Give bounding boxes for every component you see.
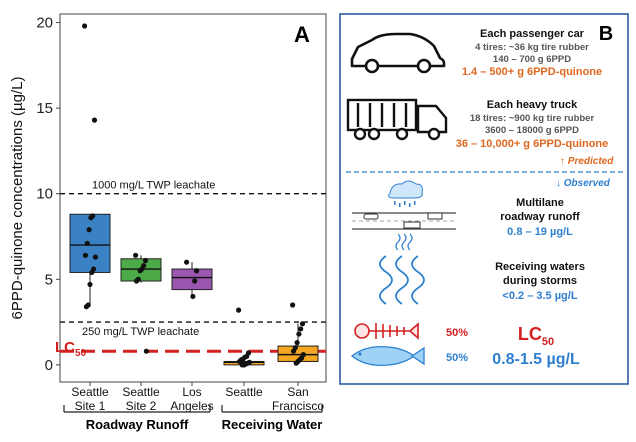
data-point bbox=[192, 278, 198, 284]
data-point bbox=[236, 307, 242, 313]
ref-label-250-leachate: 250 mg/L TWP leachate bbox=[82, 326, 199, 338]
x-tick-label: Seattle bbox=[71, 385, 109, 399]
data-point bbox=[290, 302, 296, 308]
predicted-label: ↑ Predicted bbox=[560, 156, 614, 167]
panel-b-frame bbox=[339, 13, 629, 385]
runoff-title-line1: Multilane bbox=[516, 197, 564, 209]
data-point bbox=[299, 321, 306, 327]
data-point bbox=[133, 278, 140, 284]
data-point bbox=[86, 227, 92, 233]
x-tick-label: Seattle bbox=[122, 385, 160, 399]
data-point bbox=[296, 331, 302, 337]
data-point bbox=[193, 268, 200, 274]
data-point bbox=[142, 257, 149, 264]
roadway-runoff-icon bbox=[352, 180, 456, 251]
y-tick-label: 10 bbox=[36, 186, 53, 203]
fish-skeleton-icon bbox=[354, 322, 419, 340]
lc50-value: 0.8-1.5 µg/L bbox=[492, 351, 580, 368]
data-point bbox=[143, 348, 149, 354]
lc50-label-panel-a: LC50 bbox=[55, 339, 87, 359]
receiving-title-line2: during storms bbox=[503, 275, 577, 287]
car-icon bbox=[350, 32, 446, 74]
panel-a-label: A bbox=[294, 22, 310, 47]
truck-6ppd-quinone: 36 – 10,000+ g 6PPD-quinone bbox=[456, 138, 609, 150]
panel-b-label: B bbox=[599, 23, 613, 45]
data-point bbox=[87, 281, 93, 288]
y-tick-label: 20 bbox=[36, 15, 53, 32]
data-point bbox=[298, 326, 304, 332]
data-point bbox=[239, 362, 245, 368]
lc50-percent-dead: 50% bbox=[446, 327, 468, 339]
data-point bbox=[82, 23, 88, 29]
y-axis-label: 6PPD-quinone concentrations (µg/L) bbox=[9, 77, 26, 320]
box-seattle-site-1 bbox=[69, 213, 111, 273]
y-tick-label: 15 bbox=[36, 100, 53, 117]
car-6ppd: 140 – 700 g 6PPD bbox=[493, 54, 571, 65]
receiving-value: <0.2 – 3.5 µg/L bbox=[502, 290, 577, 302]
panel-a-chart: A 6PPD-quinone concentrations (µg/L) 0 5 1… bbox=[9, 13, 327, 432]
y-tick-label: 0 bbox=[45, 357, 53, 374]
data-point bbox=[82, 252, 89, 258]
x-tick-label: San bbox=[287, 385, 308, 399]
data-point bbox=[190, 293, 196, 300]
data-point bbox=[293, 360, 299, 366]
truck-6ppd: 3600 – 18000 g 6PPD bbox=[485, 125, 579, 136]
car-tires: 4 tires: ~36 kg tire rubber bbox=[475, 42, 589, 53]
data-points bbox=[82, 23, 306, 368]
truck-title: Each heavy truck bbox=[487, 99, 578, 111]
group-label-roadway-runoff: Roadway Runoff bbox=[86, 417, 189, 432]
receiving-title-line1: Receiving waters bbox=[495, 261, 585, 273]
data-point bbox=[92, 254, 98, 260]
truck-tires: 18 tires: ~900 kg tire rubber bbox=[470, 113, 595, 124]
x-tick-label: Site 1 bbox=[75, 399, 106, 413]
runoff-value: 0.8 – 19 µg/L bbox=[507, 226, 573, 238]
plot-frame bbox=[59, 13, 327, 383]
lc50-percent-alive: 50% bbox=[446, 352, 468, 364]
data-point bbox=[133, 252, 139, 258]
waves-icon bbox=[379, 255, 425, 305]
data-point bbox=[89, 269, 95, 276]
x-tick-label: Site 2 bbox=[126, 399, 157, 413]
data-point bbox=[184, 259, 190, 265]
x-tick-label: Los bbox=[182, 385, 201, 399]
y-axis: 0 5 10 15 20 bbox=[36, 14, 61, 382]
lc50-label-panel-b: LC50 bbox=[518, 324, 554, 348]
data-point bbox=[294, 340, 300, 346]
runoff-title-line2: roadway runoff bbox=[500, 211, 580, 223]
data-point bbox=[290, 348, 297, 354]
data-point bbox=[84, 240, 90, 246]
data-point bbox=[88, 215, 94, 221]
data-point bbox=[83, 304, 89, 310]
group-label-receiving-water: Receiving Water bbox=[222, 417, 323, 432]
x-tick-label: Angeles bbox=[170, 399, 213, 413]
truck-icon bbox=[346, 98, 448, 141]
box-los-angeles bbox=[171, 268, 213, 291]
ref-label-1000-leachate: 1000 mg/L TWP leachate bbox=[92, 180, 215, 192]
y-tick-label: 5 bbox=[45, 271, 53, 288]
car-6ppd-quinone: 1.4 – 500+ g 6PPD-quinone bbox=[462, 66, 602, 78]
x-tick-label: Francisco bbox=[272, 399, 324, 413]
x-tick-label: Seattle bbox=[225, 385, 263, 399]
car-title: Each passenger car bbox=[480, 28, 585, 40]
observed-label: ↓ Observed bbox=[556, 178, 611, 189]
data-point bbox=[137, 268, 143, 274]
data-point bbox=[91, 117, 98, 123]
panel-b-infographic: B Each passenger car 4 tires: ~36 kg tir… bbox=[339, 13, 629, 385]
fish-alive-icon bbox=[350, 345, 425, 367]
